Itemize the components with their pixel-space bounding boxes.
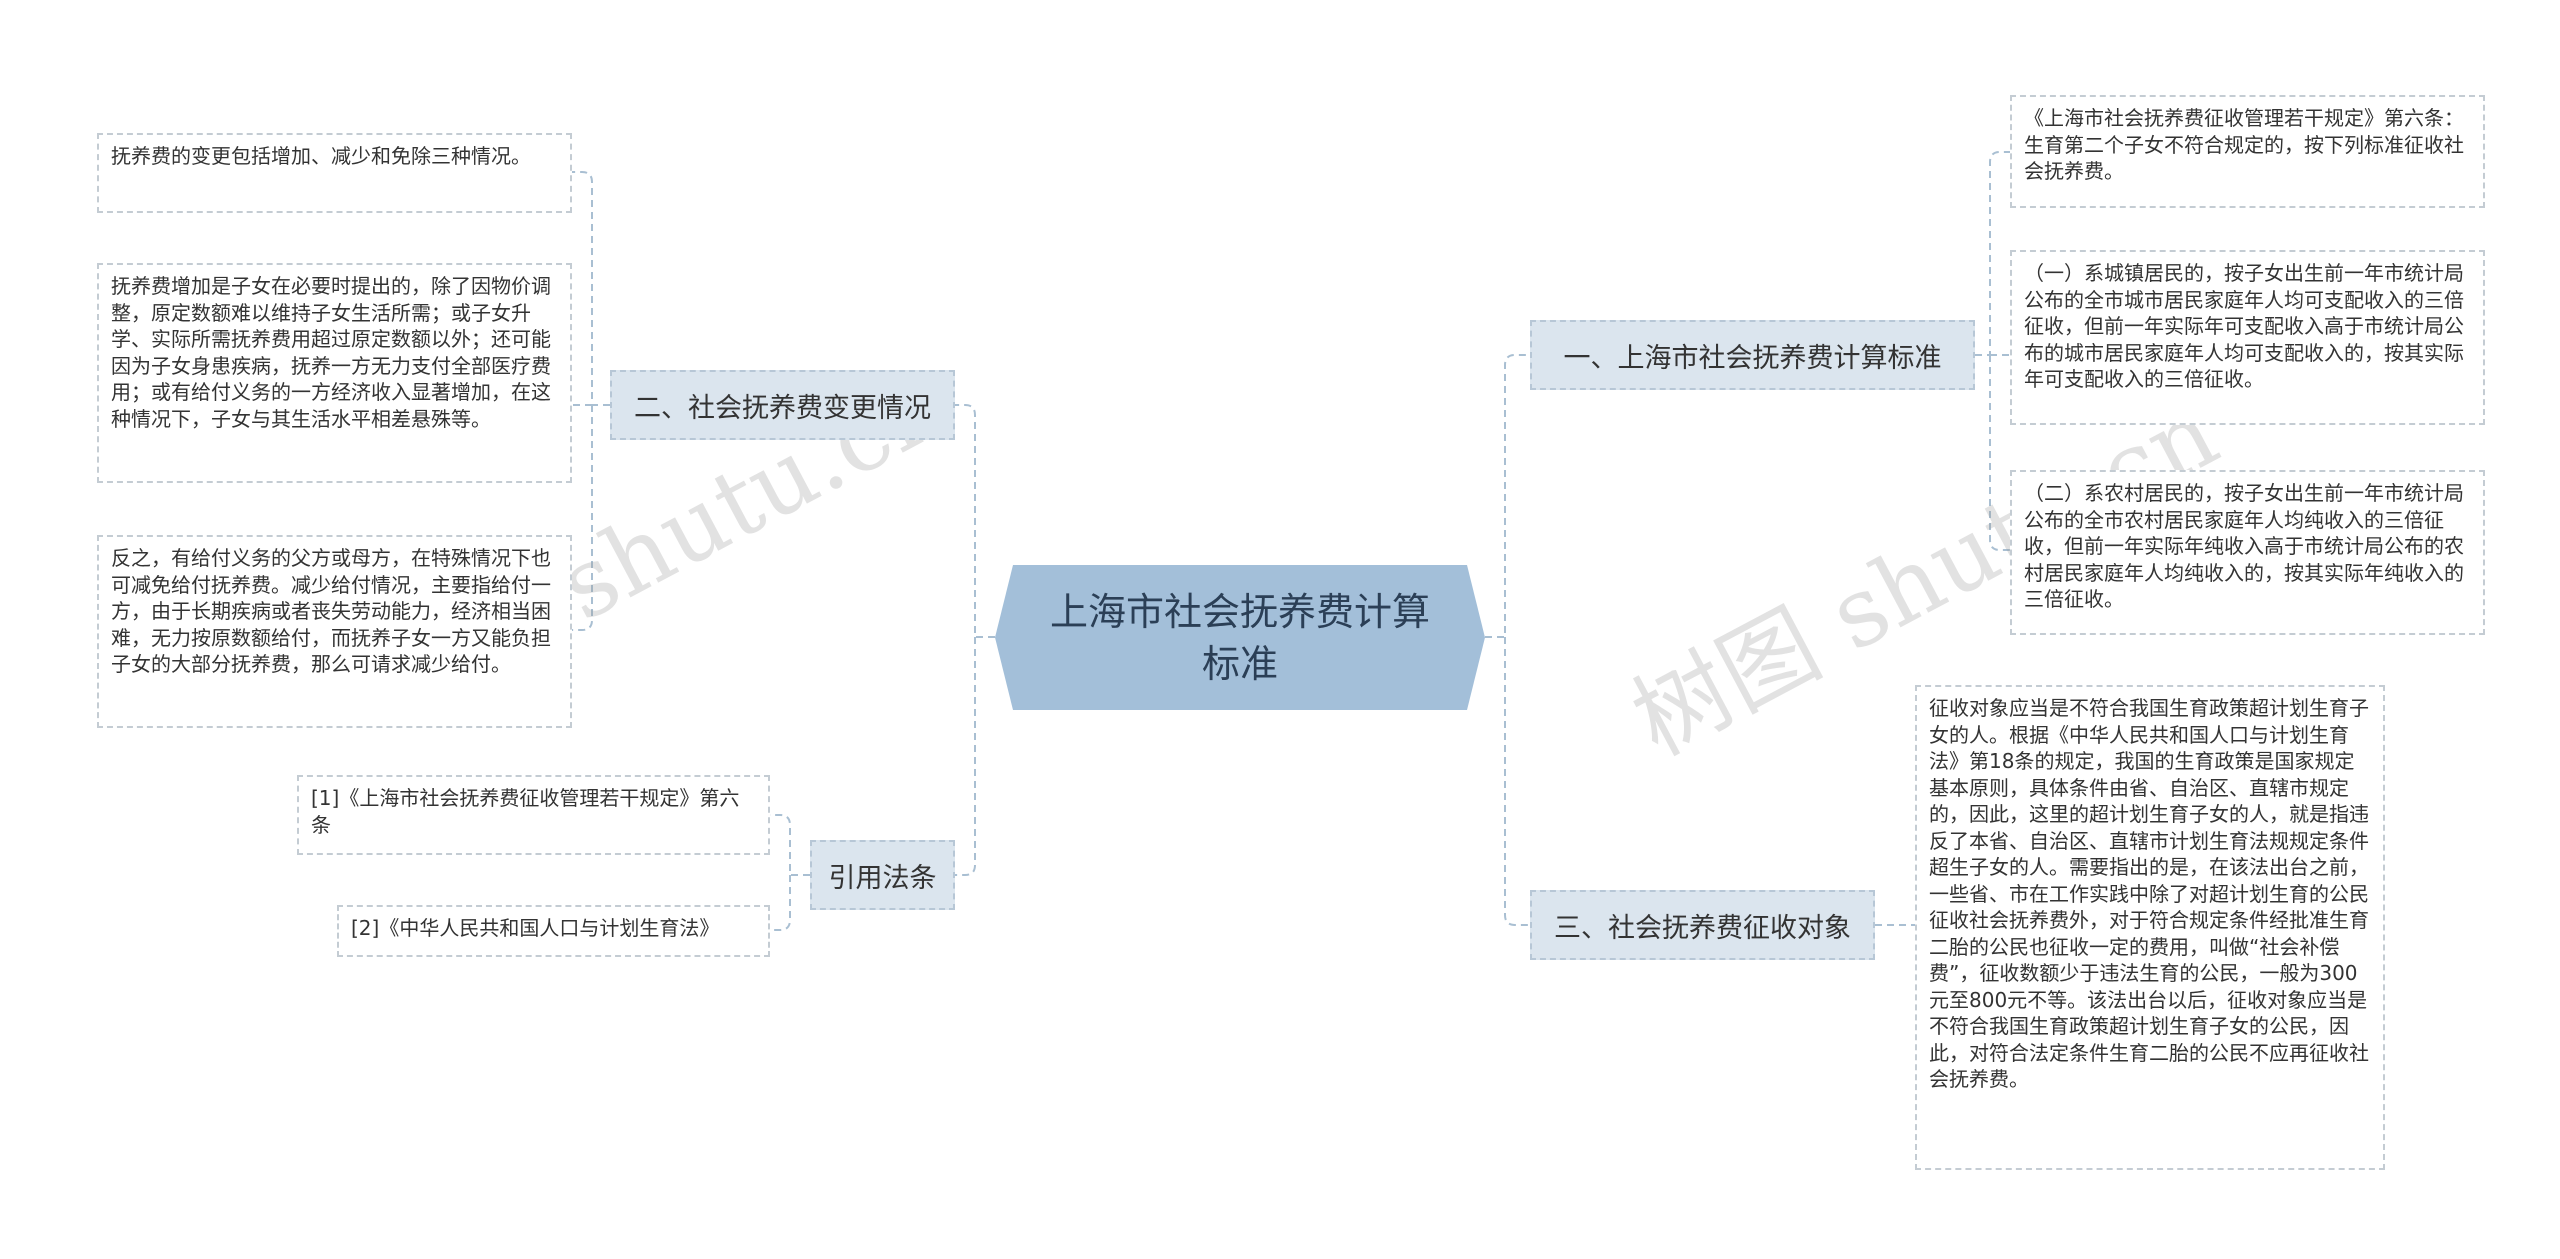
- leaf-regulation-article-6[interactable]: 《上海市社会抚养费征收管理若干规定》第六条：生育第二个子女不符合规定的，按下列标…: [2010, 95, 2485, 208]
- branch-label: 二、社会抚养费变更情况: [634, 392, 931, 424]
- branch-cited-laws[interactable]: 引用法条: [810, 840, 955, 910]
- branch-label: 引用法条: [828, 862, 937, 894]
- branch-collection-target[interactable]: 三、社会抚养费征收对象: [1530, 890, 1875, 960]
- leaf-text: 反之，有给付义务的父方或母方，在特殊情况下也可减免给付抚养费。减少给付情况，主要…: [111, 546, 551, 676]
- leaf-text: [2]《中华人民共和国人口与计划生育法》: [351, 916, 720, 940]
- connector-b4-c2: [770, 875, 791, 931]
- branch-label: 一、上海市社会抚养费计算标准: [1563, 342, 1942, 374]
- branch-calculation-standard[interactable]: 一、上海市社会抚养费计算标准: [1530, 320, 1975, 390]
- root-title: 上海市社会抚养费计算标准: [1049, 589, 1430, 686]
- branch-label: 三、社会抚养费征收对象: [1554, 912, 1851, 944]
- leaf-rural-residents[interactable]: （二）系农村居民的，按子女出生前一年市统计局公布的全市农村居民家庭年人均纯收入的…: [2010, 470, 2485, 635]
- leaf-text: 《上海市社会抚养费征收管理若干规定》第六条：生育第二个子女不符合规定的，按下列标…: [2024, 106, 2464, 183]
- leaf-urban-residents[interactable]: （一）系城镇居民的，按子女出生前一年市统计局公布的全市城市居民家庭年人均可支配收…: [2010, 250, 2485, 425]
- leaf-increase-situation[interactable]: 抚养费增加是子女在必要时提出的，除了因物价调整，原定数额难以维持子女生活所需；或…: [97, 263, 572, 483]
- root-topic[interactable]: 上海市社会抚养费计算标准: [995, 565, 1485, 710]
- leaf-change-types[interactable]: 抚养费的变更包括增加、减少和免除三种情况。: [97, 133, 572, 213]
- leaf-text: （二）系农村居民的，按子女出生前一年市统计局公布的全市农村居民家庭年人均纯收入的…: [2024, 481, 2464, 611]
- leaf-text: （一）系城镇居民的，按子女出生前一年市统计局公布的全市城市居民家庭年人均可支配收…: [2024, 261, 2464, 391]
- leaf-citation-1[interactable]: [1]《上海市社会抚养费征收管理若干规定》第六条: [297, 775, 770, 855]
- leaf-text: 抚养费增加是子女在必要时提出的，除了因物价调整，原定数额难以维持子女生活所需；或…: [111, 274, 551, 431]
- leaf-text: [1]《上海市社会抚养费征收管理若干规定》第六条: [311, 786, 740, 837]
- connector-root-b3: [1504, 637, 1530, 926]
- leaf-text: 征收对象应当是不符合我国生育政策超计划生育子女的人。根据《中华人民共和国人口与计…: [1929, 696, 2369, 1091]
- connector-root-b4: [955, 637, 976, 876]
- connector-b1-r1: [1975, 151, 2010, 356]
- connector-root-b1: [1485, 354, 1530, 638]
- leaf-citation-2[interactable]: [2]《中华人民共和国人口与计划生育法》: [337, 905, 770, 957]
- leaf-decrease-situation[interactable]: 反之，有给付义务的父方或母方，在特殊情况下也可减免给付抚养费。减少给付情况，主要…: [97, 535, 572, 728]
- leaf-collection-target-detail[interactable]: 征收对象应当是不符合我国生育政策超计划生育子女的人。根据《中华人民共和国人口与计…: [1915, 685, 2385, 1170]
- branch-change-situation[interactable]: 二、社会抚养费变更情况: [610, 370, 955, 440]
- connector-b4-c1: [770, 814, 810, 876]
- connector-b2-l1: [572, 171, 610, 406]
- leaf-text: 抚养费的变更包括增加、减少和免除三种情况。: [111, 144, 531, 168]
